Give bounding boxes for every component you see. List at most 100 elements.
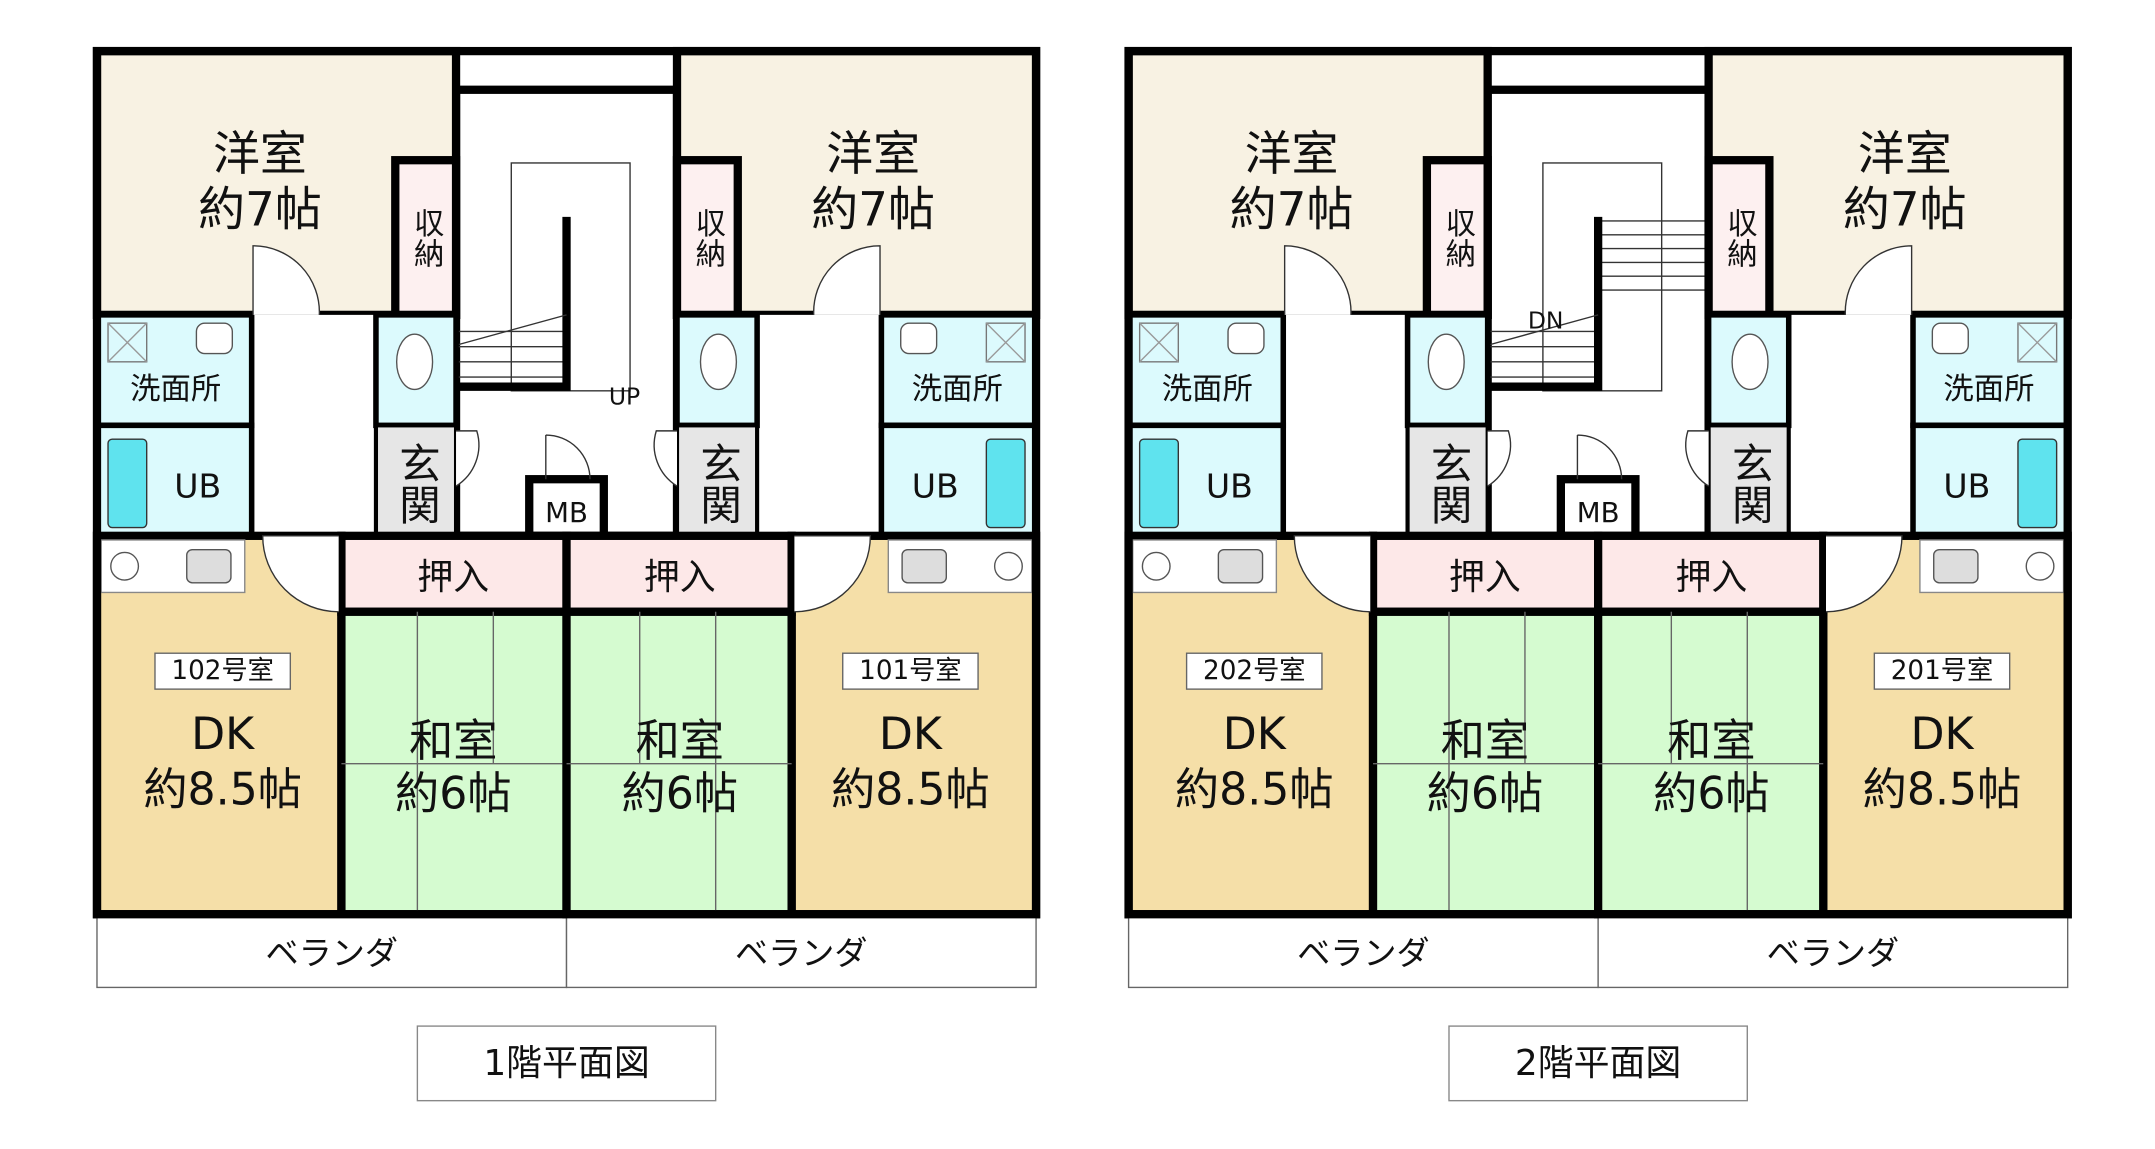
dining-kitchen-label: DK — [879, 709, 943, 760]
stair-label: UP — [609, 382, 640, 410]
dining-kitchen-label: DK — [191, 709, 255, 760]
floor-title: 2階平面図 — [1515, 1043, 1681, 1084]
bathtub-icon — [107, 438, 148, 529]
washer-pan-icon — [1139, 322, 1179, 363]
washroom-label: 洗面所 — [1943, 372, 2034, 407]
unit-number-box — [154, 652, 292, 690]
japanese-room-size: 約6帖 — [622, 769, 738, 820]
veranda — [565, 913, 1037, 989]
japanese-room-size: 約6帖 — [1653, 769, 1769, 820]
entrance-label: 玄関 — [392, 442, 440, 525]
entrance-label: 玄関 — [693, 442, 741, 525]
door-swing-icon — [653, 430, 678, 487]
veranda — [1127, 913, 1599, 989]
kitchen-sink-icon — [1217, 548, 1264, 584]
washroom-label: 洗面所 — [1162, 372, 1253, 407]
storage-label: 収納 — [1722, 207, 1758, 268]
toilet-icon — [1731, 333, 1769, 391]
washer-pan-icon — [1138, 322, 1180, 363]
stove-icon — [110, 551, 140, 581]
japanese-room-size: 約6帖 — [395, 769, 512, 820]
door-swing-icon — [1685, 430, 1709, 487]
western-room-label: 洋室 — [213, 127, 307, 182]
door-swing-icon — [1844, 245, 1913, 315]
meter-box-label: MB — [1577, 496, 1620, 529]
floor-title-box — [1448, 1025, 1748, 1102]
bathroom-label: UB — [1943, 467, 1990, 506]
washroom-label: 洗面所 — [912, 372, 1003, 407]
kitchen-sink-icon — [186, 548, 232, 584]
japanese-room-label: 和室 — [1441, 716, 1529, 767]
unit-201号室 — [1593, 46, 2072, 989]
tatami-lines — [341, 611, 567, 912]
storage-label: 収納 — [408, 207, 444, 268]
stair-arrow-line — [455, 314, 567, 346]
japanese-room-size: 約6帖 — [1427, 769, 1544, 820]
washer-pan-icon — [2017, 322, 2058, 363]
sink-icon — [900, 322, 938, 355]
door-swing-icon — [794, 535, 872, 613]
stove-icon — [993, 551, 1023, 581]
door-swing-icon — [455, 430, 480, 487]
entrance-label: 玄関 — [1725, 442, 1773, 525]
unit-202号室 — [1124, 46, 1603, 989]
tatami-lines — [1373, 611, 1599, 912]
bathtub-icon — [985, 438, 1026, 529]
stair-arrow-line — [1487, 314, 1599, 346]
outer-wall — [92, 46, 1041, 919]
bathtub-icon — [2017, 438, 2058, 529]
closet-label: 押入 — [1449, 557, 1521, 598]
toilet-icon — [395, 333, 434, 391]
western-room-size: 約7帖 — [1843, 182, 1967, 237]
western-room-size: 約7帖 — [198, 182, 322, 237]
corridor — [1788, 314, 1916, 536]
washer-pan-icon — [2017, 322, 2058, 363]
door-swing-icon — [1293, 535, 1371, 613]
kitchen-sink-icon — [1933, 548, 1979, 584]
unit-number-box — [842, 652, 979, 690]
floor-title: 1階平面図 — [483, 1043, 649, 1084]
japanese-room-label: 和室 — [1667, 716, 1755, 767]
closet-label: 押入 — [1675, 557, 1747, 598]
unit-number: 202号室 — [1203, 656, 1305, 686]
unit-number: 101号室 — [859, 656, 961, 686]
unit-number: 201号室 — [1891, 656, 1993, 686]
tatami-lines — [566, 611, 792, 912]
closet-label: 押入 — [644, 557, 716, 598]
bathroom-label: UB — [1206, 467, 1253, 506]
washer-pan-icon — [107, 322, 148, 363]
stair-label: DN — [1528, 306, 1564, 334]
meter-box-label: MB — [545, 496, 588, 529]
unit-102号室 — [92, 46, 571, 989]
washer-pan-icon — [985, 322, 1026, 363]
dining-kitchen-label: DK — [1911, 709, 1975, 760]
sink-icon — [195, 322, 234, 355]
dining-kitchen-label: DK — [1223, 709, 1287, 760]
unit-number-box — [1185, 652, 1323, 690]
floor-title-box — [416, 1025, 717, 1102]
bathroom-label: UB — [912, 467, 959, 506]
kitchen-sink-icon — [901, 548, 947, 584]
entrance-label: 玄関 — [1424, 442, 1472, 525]
corridor — [1280, 314, 1408, 536]
stair-outline — [510, 162, 631, 392]
door-swing-icon — [262, 535, 339, 613]
storage — [1422, 156, 1492, 320]
veranda — [96, 913, 568, 989]
western-room-size: 約7帖 — [1230, 182, 1354, 237]
washroom-label: 洗面所 — [130, 372, 221, 407]
door-swing-icon — [1283, 245, 1352, 315]
washroom — [94, 312, 255, 429]
entrance — [674, 423, 760, 538]
western-room-size: 約7帖 — [811, 182, 935, 237]
bathroom-label: UB — [174, 467, 221, 506]
washer-pan-icon — [107, 322, 148, 363]
washer-pan-icon — [985, 322, 1026, 363]
entrance — [1405, 423, 1490, 538]
japanese-room-label: 和室 — [409, 716, 497, 767]
